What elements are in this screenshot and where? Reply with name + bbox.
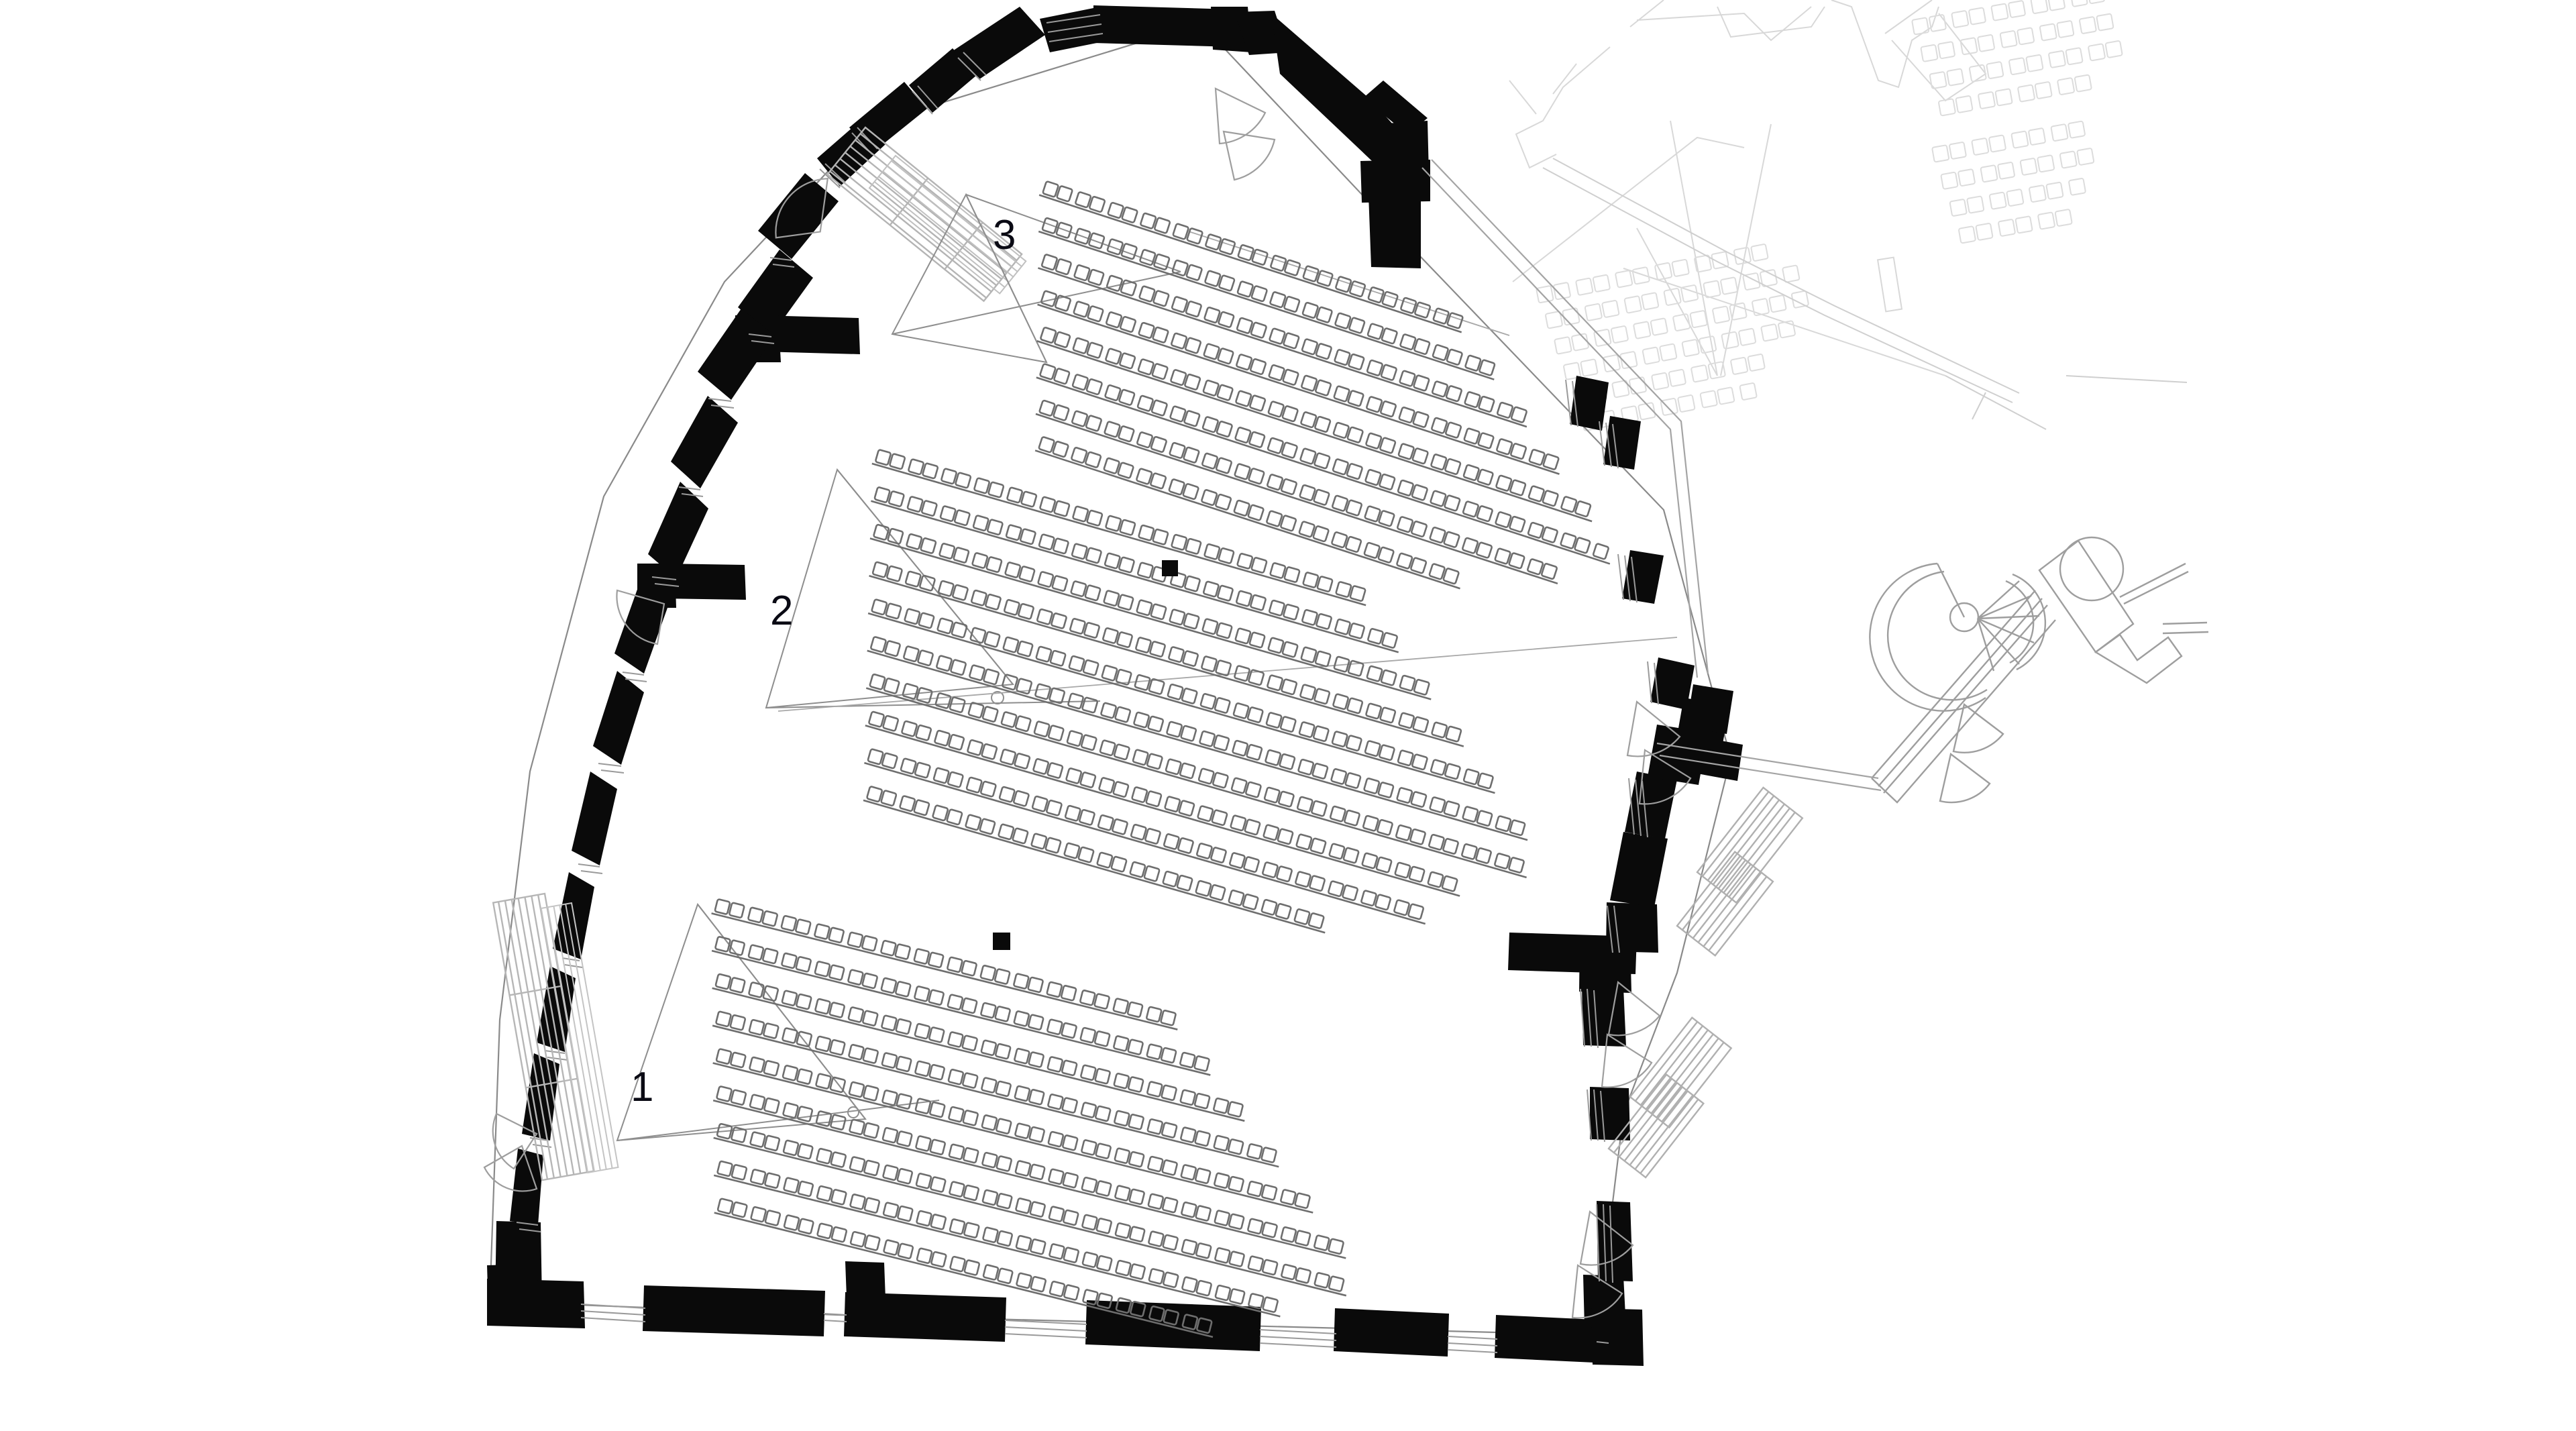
section-label-1: 1 [631,1064,654,1110]
circular-void [2059,536,2125,602]
section-label-3: 3 [993,212,1016,258]
spiral-staircase-assembly [1869,536,2209,804]
seating-block-1 [711,898,1347,1338]
section-label-2: 2 [770,588,794,634]
aisle-lines [777,231,1678,712]
door-swing-symbols [483,87,1692,1319]
window-glazing-lines [516,14,1659,1353]
seating-block-2 [863,449,1528,934]
seating-block-3 [1034,180,1611,590]
column-marker [993,933,1010,950]
right-connector-walls [1421,159,1882,792]
ghost-adjacent-plan [1509,0,2188,431]
sightline-wedges [616,193,1181,1142]
column-marker [1162,560,1178,576]
interior-columns [993,560,1178,950]
stair-riser-hatch-zones [492,126,1804,1181]
exterior-walls [487,5,1743,1366]
